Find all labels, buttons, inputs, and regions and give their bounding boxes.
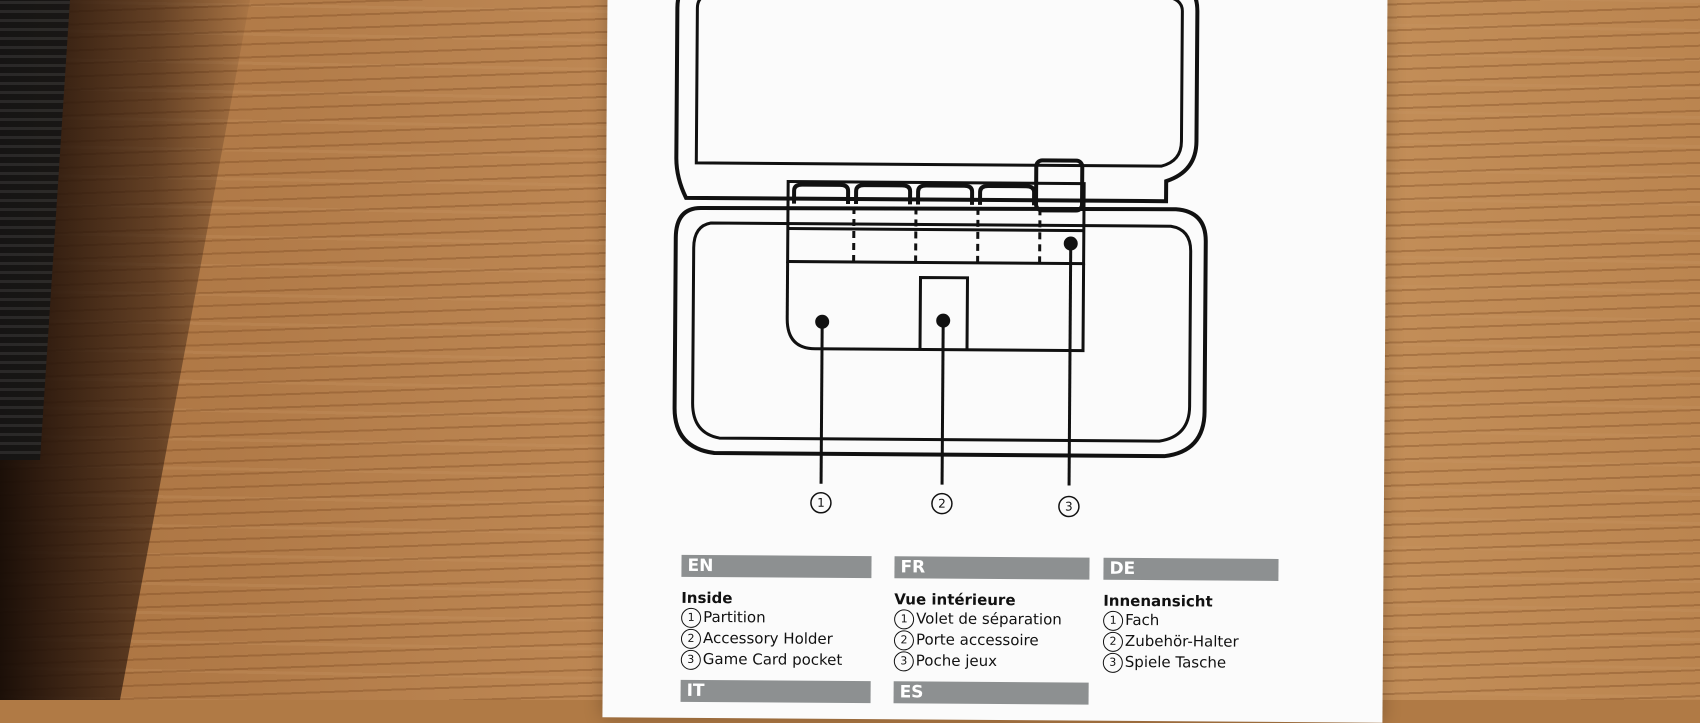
leader-line-2 [942,323,943,485]
callout-number-3: 3 [1065,499,1073,513]
leader-line-3 [1069,246,1071,486]
item-text: Fach [1125,611,1159,629]
callout-number-1: 1 [817,496,825,510]
item-text: Porte accessoire [916,630,1039,649]
item-number: 1 [681,608,701,628]
base-outline [674,206,1206,457]
card-slot [980,186,1034,205]
item-number: 3 [1103,653,1123,673]
marker-dot-3 [1064,236,1078,250]
item-text: Volet de séparation [916,609,1062,628]
item-number: 1 [894,609,914,629]
card-slot [918,185,972,204]
lid-outline [676,0,1198,201]
lang-tab-en: EN [681,555,871,578]
heading-de: Innenansicht [1103,592,1278,611]
item-text: Accessory Holder [703,629,833,648]
marker-dot-2 [936,314,950,328]
item-number: 3 [681,650,701,670]
heading-fr: Vue intérieure [894,590,1089,609]
item-text: Spiele Tasche [1125,653,1226,672]
item-number: 1 [1103,611,1123,631]
lang-tab-es: ES [894,681,1089,704]
item-text: Poche jeux [916,651,997,670]
item-text: Partition [703,608,766,626]
card-slot [856,185,910,204]
item-text: Game Card pocket [703,650,843,669]
lid-inner-outline [696,0,1182,166]
item-number: 2 [681,629,701,649]
leader-line-1 [821,324,822,484]
marker-dot-1 [815,315,829,329]
item-text: Zubehör-Halter [1125,632,1239,651]
item-number: 2 [1103,632,1123,652]
case-diagram: 1 2 3 [604,0,1388,543]
lang-tab-fr: FR [894,556,1089,579]
lang-tab-de: DE [1103,558,1278,581]
card-slot [794,185,848,204]
callout-number-2: 2 [938,497,946,511]
item-number: 3 [894,651,914,671]
heading-en: Inside [681,589,871,608]
item-number: 2 [894,630,914,650]
game-card-pocket-shape [1036,160,1082,210]
